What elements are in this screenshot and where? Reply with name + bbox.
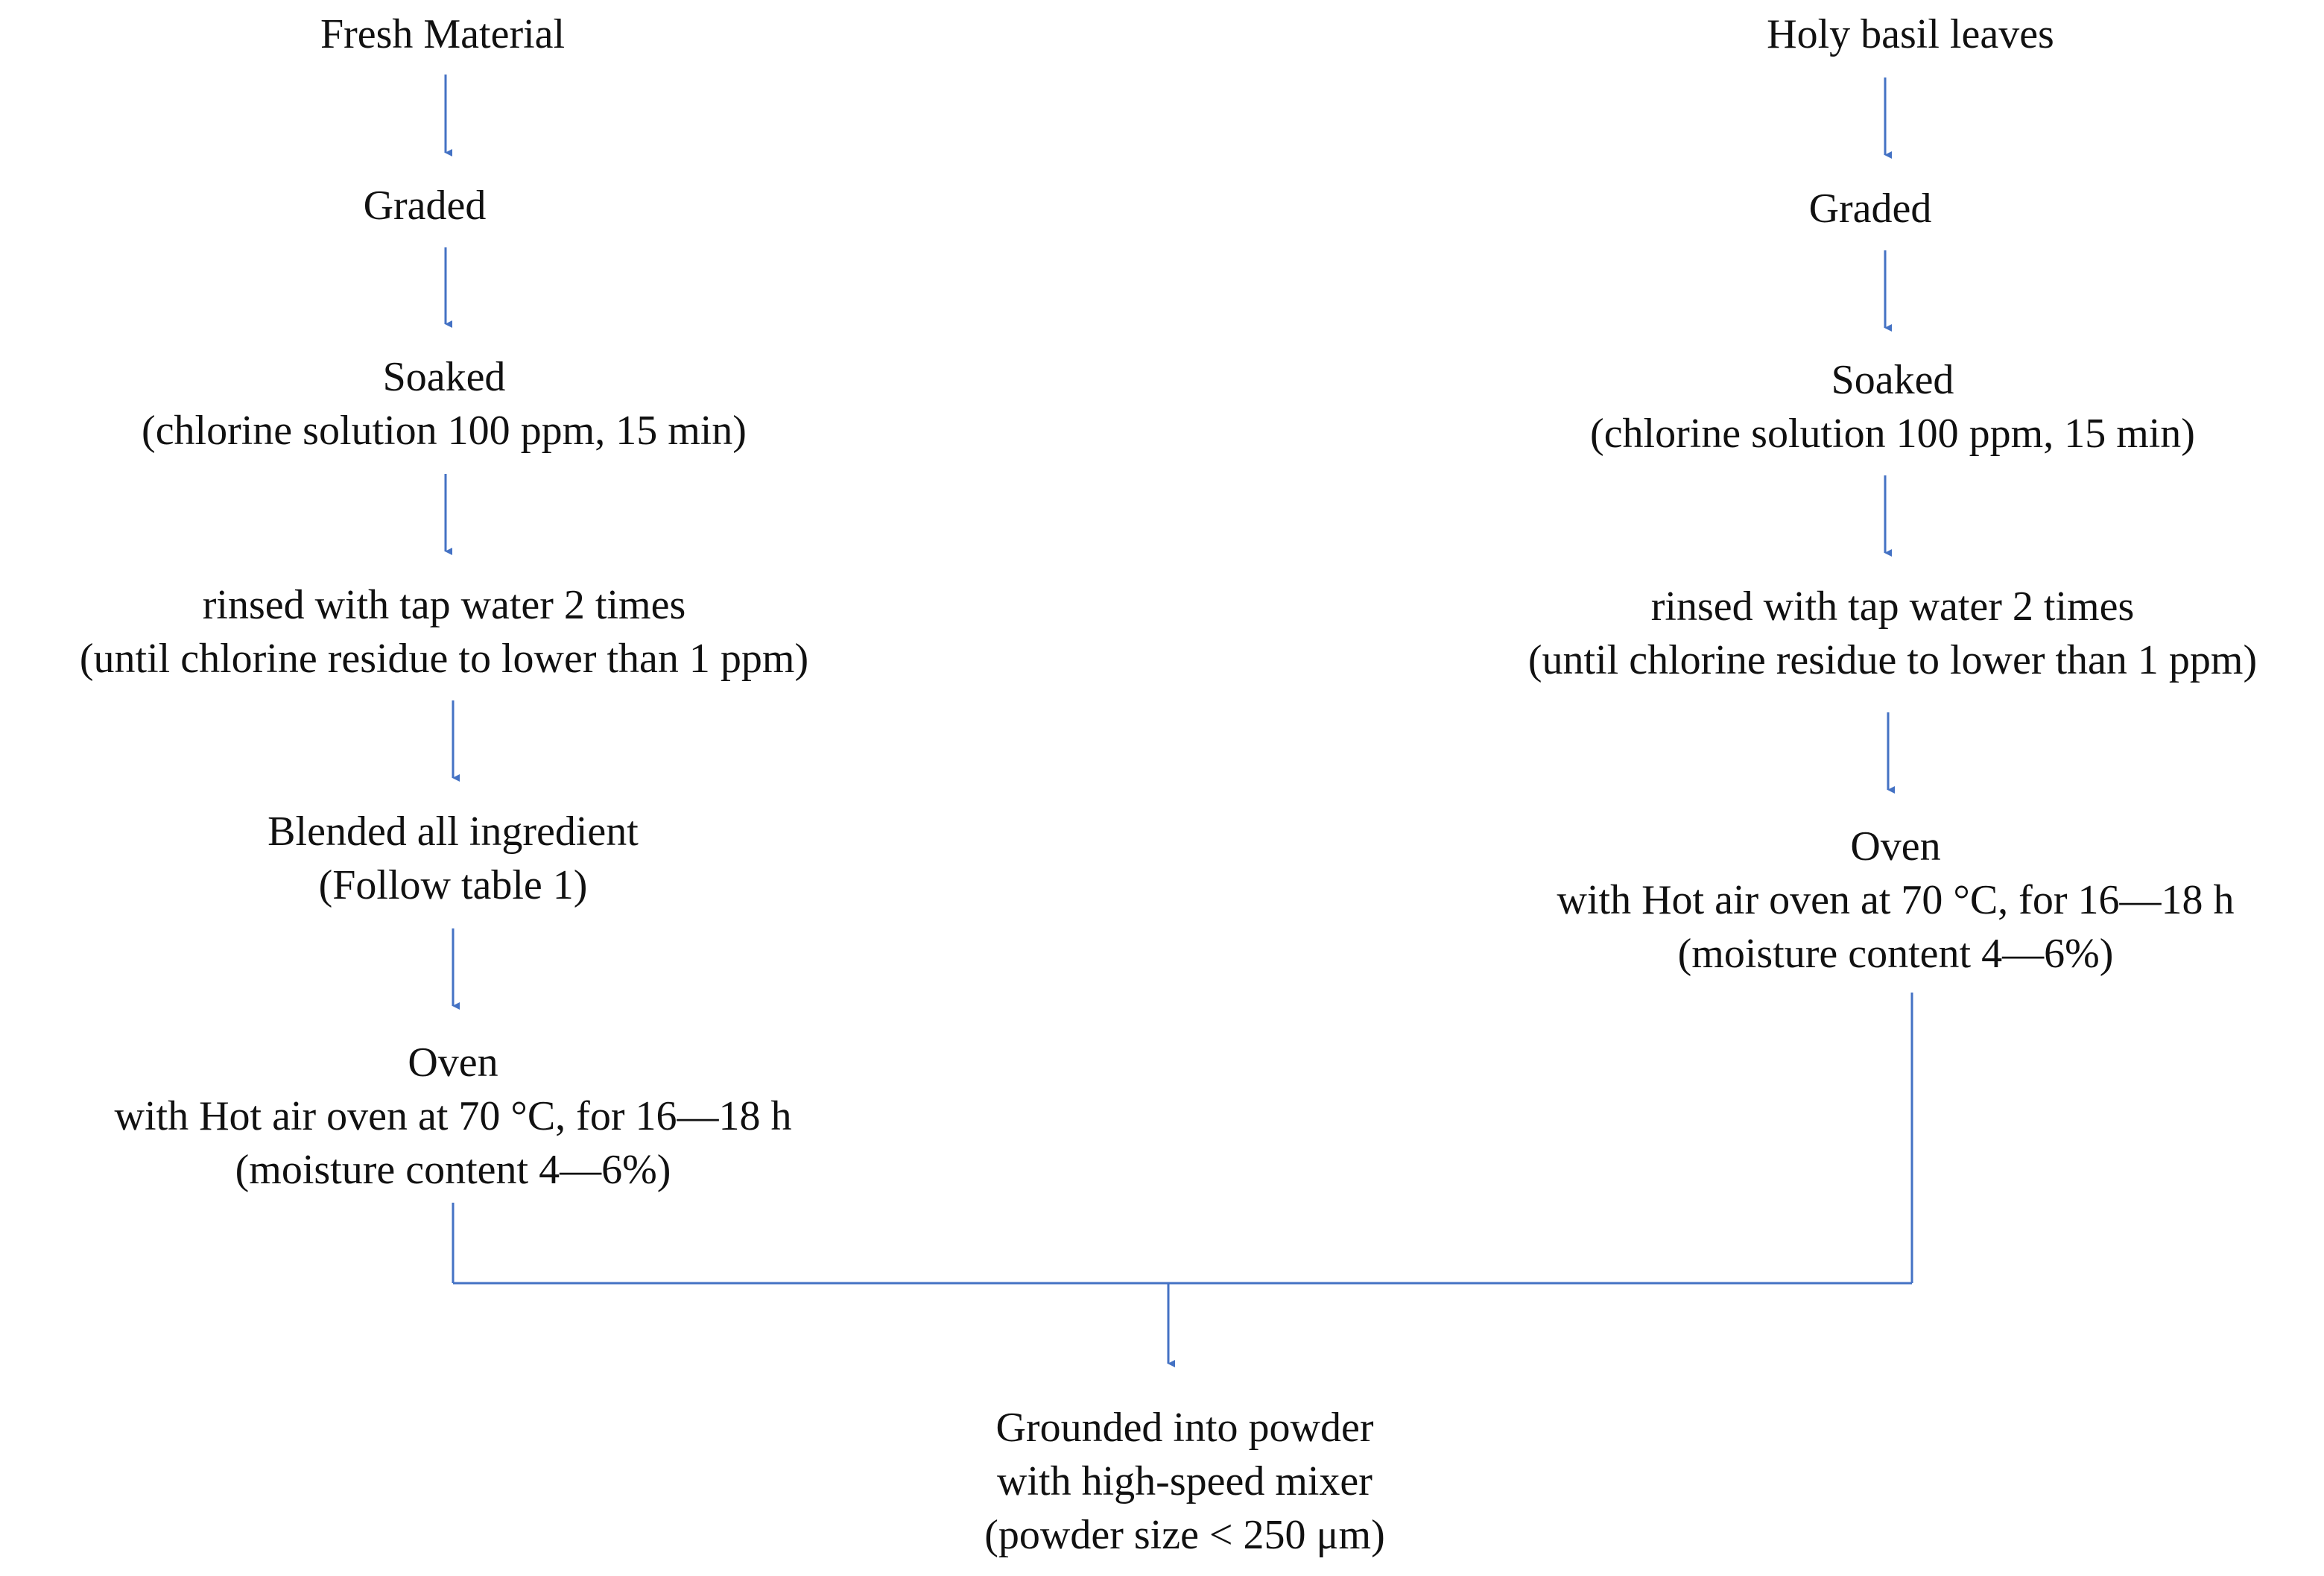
- right-rinsed-label: rinsed with tap water 2 times: [1650, 583, 2135, 630]
- node-left-oven: Oven with Hot air oven at 70 °C, for 16—…: [115, 1036, 792, 1197]
- right-oven-label: Oven: [1850, 823, 1941, 870]
- holy-basil-label: Holy basil leaves: [1767, 11, 2054, 57]
- node-blended: Blended all ingredient (Follow table 1): [267, 805, 639, 912]
- right-oven-moisture: (moisture content 4—6%): [1677, 931, 2114, 977]
- left-oven-detail: with Hot air oven at 70 °C, for 16—18 h: [114, 1093, 792, 1139]
- right-soaked-detail: (chlorine solution 100 ppm, 15 min): [1590, 411, 2195, 457]
- node-final: Grounded into powder with high-speed mix…: [984, 1401, 1384, 1562]
- node-left-rinsed: rinsed with tap water 2 times (until chl…: [80, 578, 808, 686]
- right-oven-detail: with Hot air oven at 70 °C, for 16—18 h: [1557, 877, 2235, 923]
- fresh-material-label: Fresh Material: [320, 11, 566, 57]
- final-title: Grounded into powder: [995, 1405, 1374, 1451]
- left-rinsed-detail: (until chlorine residue to lower than 1 …: [79, 636, 809, 682]
- blended-detail: (Follow table 1): [318, 862, 588, 908]
- left-soaked-label: Soaked: [382, 354, 506, 400]
- right-soaked-label: Soaked: [1831, 357, 1954, 403]
- node-left-soaked: Soaked (chlorine solution 100 ppm, 15 mi…: [142, 350, 747, 458]
- node-holy-basil: Holy basil leaves: [1767, 7, 2054, 61]
- node-left-graded: Graded: [364, 179, 487, 232]
- left-oven-moisture: (moisture content 4—6%): [235, 1147, 671, 1193]
- final-size: (powder size < 250 μm): [984, 1512, 1385, 1558]
- blended-label: Blended all ingredient: [267, 808, 639, 855]
- node-right-graded: Graded: [1809, 182, 1932, 235]
- left-graded-label: Graded: [363, 183, 487, 229]
- node-right-rinsed: rinsed with tap water 2 times (until chl…: [1528, 580, 2257, 687]
- node-right-oven: Oven with Hot air oven at 70 °C, for 16—…: [1557, 820, 2235, 981]
- left-soaked-detail: (chlorine solution 100 ppm, 15 min): [142, 408, 747, 454]
- right-rinsed-detail: (until chlorine residue to lower than 1 …: [1527, 637, 2258, 683]
- left-rinsed-label: rinsed with tap water 2 times: [202, 582, 686, 628]
- left-oven-label: Oven: [408, 1039, 498, 1086]
- right-graded-label: Graded: [1808, 186, 1932, 232]
- final-detail: with high-speed mixer: [997, 1458, 1372, 1504]
- node-right-soaked: Soaked (chlorine solution 100 ppm, 15 mi…: [1590, 353, 2195, 461]
- node-fresh-material: Fresh Material: [320, 7, 565, 61]
